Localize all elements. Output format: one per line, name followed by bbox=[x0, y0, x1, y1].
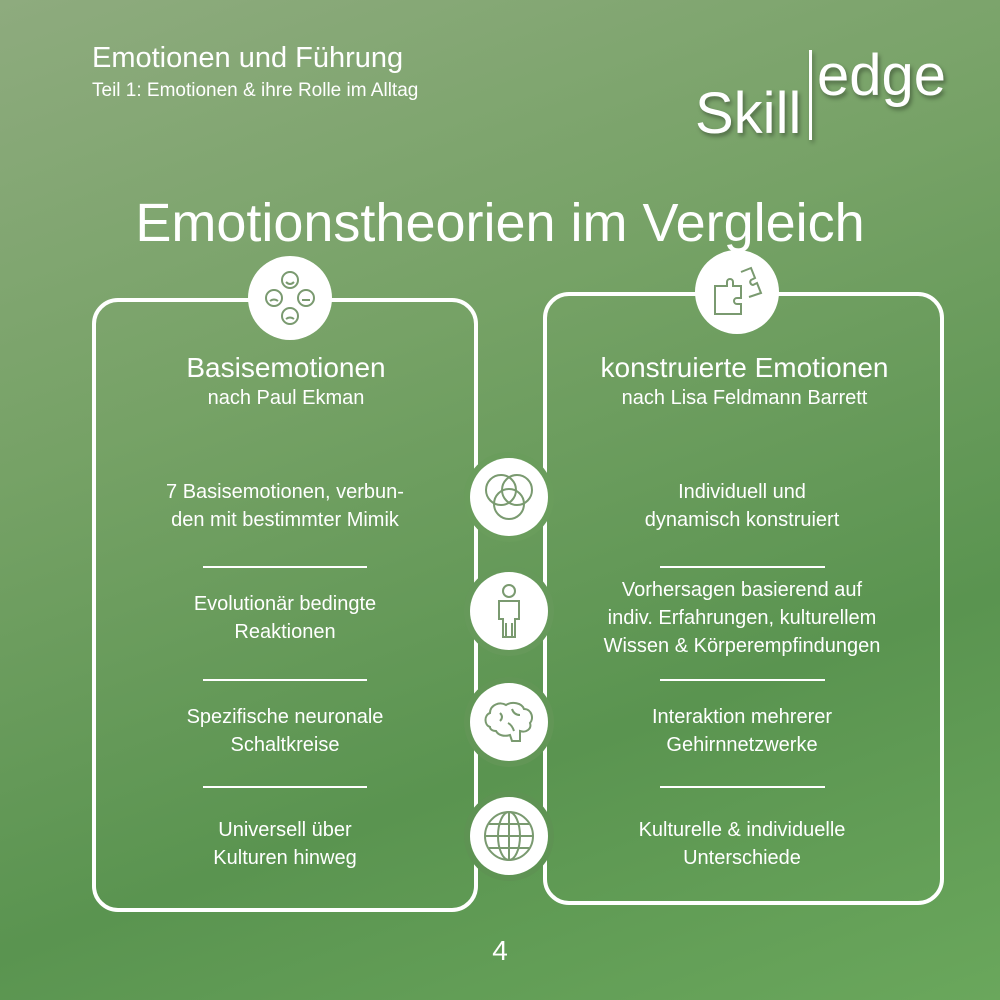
divider bbox=[203, 566, 367, 568]
logo-part1: Skill bbox=[695, 81, 802, 146]
right-subheading: nach Lisa Feldmann Barrett bbox=[621, 387, 868, 409]
right-item: Individuell und dynamisch konstruiert bbox=[644, 481, 840, 531]
left-item: Universell über Kulturen hinweg bbox=[213, 819, 357, 869]
page-number: 4 bbox=[492, 935, 508, 966]
skilledge-logo: Skill edge bbox=[695, 43, 965, 146]
divider bbox=[203, 679, 367, 681]
right-item: Kulturelle & individuelle Unterschiede bbox=[638, 819, 846, 869]
right-heading: konstruierte Emotionen bbox=[600, 352, 889, 383]
puzzle-icon bbox=[695, 250, 779, 334]
left-item: Spezifische neuronale Schaltkreise bbox=[186, 706, 384, 756]
left-item: 7 Basisemotionen, verbun- den mit bestim… bbox=[166, 481, 404, 531]
divider bbox=[660, 786, 825, 788]
main-title: Emotionstheorien im Vergleich bbox=[135, 193, 865, 253]
right-item: Interaktion mehrerer Gehirnnetzwerke bbox=[651, 706, 833, 756]
left-heading: Basisemotionen bbox=[186, 352, 386, 383]
header-subtitle: Teil 1: Emotionen & ihre Rolle im Alltag bbox=[92, 80, 419, 101]
header-title: Emotionen und Führung bbox=[92, 42, 404, 74]
person-icon bbox=[470, 572, 548, 650]
right-item: Vorhersagen basierend auf indiv. Erfahru… bbox=[603, 579, 881, 657]
brain-icon bbox=[470, 683, 548, 761]
venn-diagram-icon bbox=[470, 458, 548, 536]
logo-bar bbox=[809, 50, 812, 140]
divider bbox=[203, 786, 367, 788]
globe-icon bbox=[470, 797, 548, 875]
left-item: Evolutionär bedingte Reaktionen bbox=[193, 593, 377, 643]
divider bbox=[660, 566, 825, 568]
left-subheading: nach Paul Ekman bbox=[207, 387, 365, 409]
logo-part2: edge bbox=[817, 43, 947, 108]
divider bbox=[660, 679, 825, 681]
emotion-faces-icon bbox=[248, 256, 332, 340]
